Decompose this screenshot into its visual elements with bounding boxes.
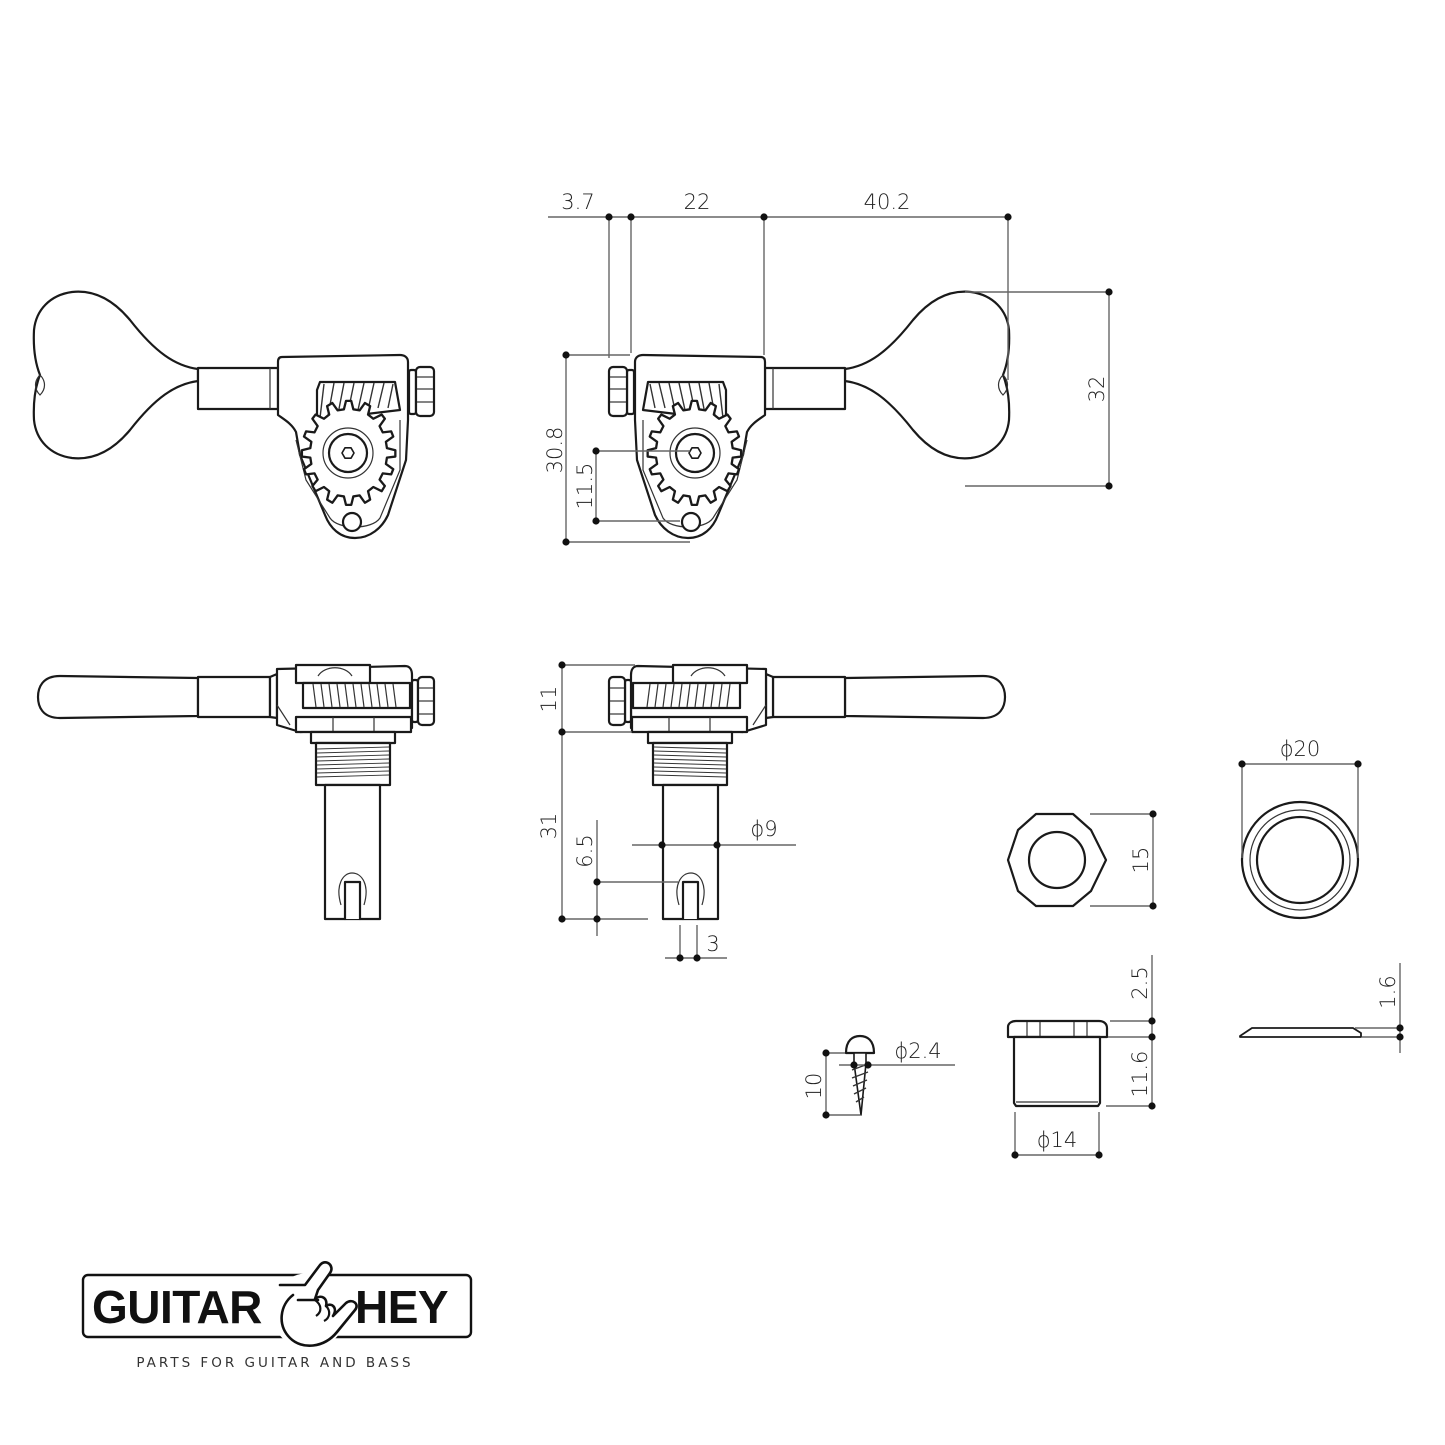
- washer-side: 1.6: [1239, 963, 1404, 1053]
- logo-text-guitar: GUITAR: [92, 1281, 262, 1333]
- washer-top: ϕ20: [1238, 737, 1362, 920]
- dim-3: 3: [706, 932, 719, 956]
- dim-40-2: 40.2: [864, 190, 911, 214]
- dim-11-6: 11.6: [1128, 1051, 1152, 1098]
- front-view-right: [607, 290, 1011, 540]
- guitarhey-logo: GUITAR HEY PARTS FOR GUITAR AND BASS: [81, 1261, 473, 1371]
- dim-22: 22: [684, 190, 711, 214]
- side-view-right: [607, 663, 1007, 921]
- front-view-left: [32, 290, 436, 540]
- bushing: 2.5 11.6 ϕ14: [1006, 955, 1156, 1159]
- dim-phi-20: ϕ20: [1280, 737, 1321, 761]
- rock-hand-icon: [271, 1261, 358, 1349]
- dim-30-8: 30.8: [543, 427, 567, 474]
- dim-11: 11: [537, 686, 561, 713]
- dim-11-5: 11.5: [573, 463, 597, 510]
- dim-15: 15: [1129, 847, 1153, 874]
- dim-phi-9: ϕ9: [750, 817, 777, 841]
- dim-3-7: 3.7: [561, 190, 594, 214]
- dim-2-5: 2.5: [1128, 966, 1152, 999]
- dim-phi-2-4: ϕ2.4: [894, 1039, 941, 1063]
- dim-1-6: 1.6: [1376, 975, 1400, 1008]
- dim-6-5: 6.5: [573, 834, 597, 867]
- hex-nut: 15: [1006, 810, 1157, 910]
- side-view-left: [36, 663, 436, 921]
- front-dimensions: 3.7 22 40.2 30.8 11.5 32: [543, 190, 1113, 546]
- logo-text-hey: HEY: [355, 1281, 448, 1333]
- dim-phi-14: ϕ14: [1037, 1128, 1078, 1152]
- butterfly-knob: [32, 290, 200, 460]
- logo-tagline: PARTS FOR GUITAR AND BASS: [136, 1355, 413, 1371]
- dim-31: 31: [537, 813, 561, 840]
- side-dimensions: 11 31 6.5 ϕ9 3: [537, 661, 796, 962]
- dim-10: 10: [802, 1073, 826, 1100]
- screw: 10 ϕ2.4: [802, 1034, 955, 1119]
- dim-32: 32: [1085, 376, 1109, 403]
